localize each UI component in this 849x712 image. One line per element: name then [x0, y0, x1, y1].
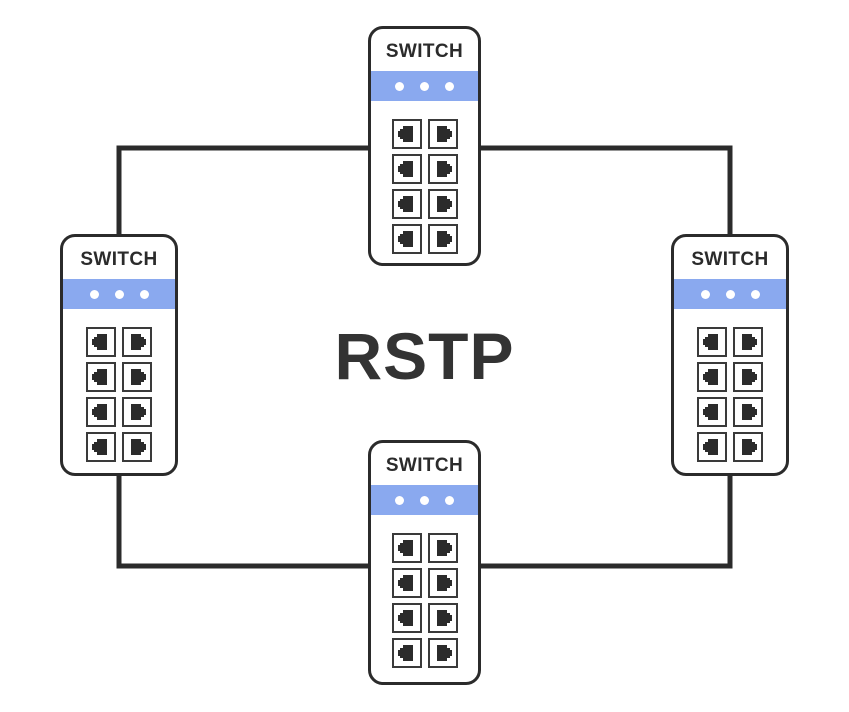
status-led-icon: [725, 289, 735, 299]
switch-bottom-led-band: [371, 485, 478, 515]
rj45-port-icon[interactable]: [391, 224, 422, 254]
status-led-icon: [89, 289, 99, 299]
rj45-port-icon[interactable]: [122, 327, 152, 357]
switch-left-label: SWITCH: [80, 249, 158, 270]
switch-top[interactable]: SWITCH: [368, 26, 481, 266]
rj45-port-icon[interactable]: [427, 638, 458, 668]
protocol-label: RSTP: [334, 319, 515, 393]
rj45-port-icon[interactable]: [697, 362, 727, 392]
status-led-icon: [445, 495, 454, 505]
switch-right-port-grid: [674, 309, 786, 473]
rj45-port-icon[interactable]: [391, 638, 422, 668]
switch-top-led-band: [371, 71, 478, 101]
status-led-icon: [420, 495, 429, 505]
switch-right-led-band: [674, 279, 786, 309]
switch-left[interactable]: SWITCH: [60, 234, 178, 476]
status-led-icon: [139, 289, 149, 299]
status-led-icon: [420, 81, 429, 91]
rj45-port-icon[interactable]: [86, 362, 116, 392]
switch-top-port-grid: [371, 101, 478, 263]
rj45-port-icon[interactable]: [697, 327, 727, 357]
rj45-port-icon[interactable]: [391, 119, 422, 149]
rj45-port-icon[interactable]: [122, 397, 152, 427]
rj45-port-icon[interactable]: [733, 327, 763, 357]
switch-bottom[interactable]: SWITCH: [368, 440, 481, 685]
rj45-port-icon[interactable]: [697, 397, 727, 427]
rj45-port-icon[interactable]: [427, 603, 458, 633]
rj45-port-icon[interactable]: [391, 189, 422, 219]
status-led-icon: [750, 289, 760, 299]
switch-right-label: SWITCH: [691, 249, 769, 270]
status-led-icon: [395, 495, 404, 505]
rj45-port-icon[interactable]: [427, 568, 458, 598]
status-led-icon: [395, 81, 404, 91]
rj45-port-icon[interactable]: [122, 362, 152, 392]
rj45-port-icon[interactable]: [733, 397, 763, 427]
rj45-port-icon[interactable]: [427, 189, 458, 219]
rj45-port-icon[interactable]: [86, 397, 116, 427]
switch-top-label: SWITCH: [385, 41, 464, 62]
rj45-port-icon[interactable]: [86, 327, 116, 357]
rj45-port-icon[interactable]: [122, 432, 152, 462]
rj45-port-icon[interactable]: [733, 362, 763, 392]
switch-right[interactable]: SWITCH: [671, 234, 789, 476]
status-led-icon: [445, 81, 454, 91]
rj45-port-icon[interactable]: [697, 432, 727, 462]
rj45-port-icon[interactable]: [427, 119, 458, 149]
rj45-port-icon[interactable]: [391, 568, 422, 598]
switch-left-led-band: [63, 279, 175, 309]
rj45-port-icon[interactable]: [427, 533, 458, 563]
rj45-port-icon[interactable]: [391, 533, 422, 563]
rj45-port-icon[interactable]: [86, 432, 116, 462]
status-led-icon: [114, 289, 124, 299]
rj45-port-icon[interactable]: [391, 603, 422, 633]
switch-left-port-grid: [63, 309, 175, 473]
status-led-icon: [700, 289, 710, 299]
rj45-port-icon[interactable]: [427, 224, 458, 254]
switch-bottom-label: SWITCH: [385, 455, 464, 476]
rj45-port-icon[interactable]: [391, 154, 422, 184]
switch-bottom-port-grid: [371, 515, 478, 682]
rj45-port-icon[interactable]: [427, 154, 458, 184]
rj45-port-icon[interactable]: [733, 432, 763, 462]
